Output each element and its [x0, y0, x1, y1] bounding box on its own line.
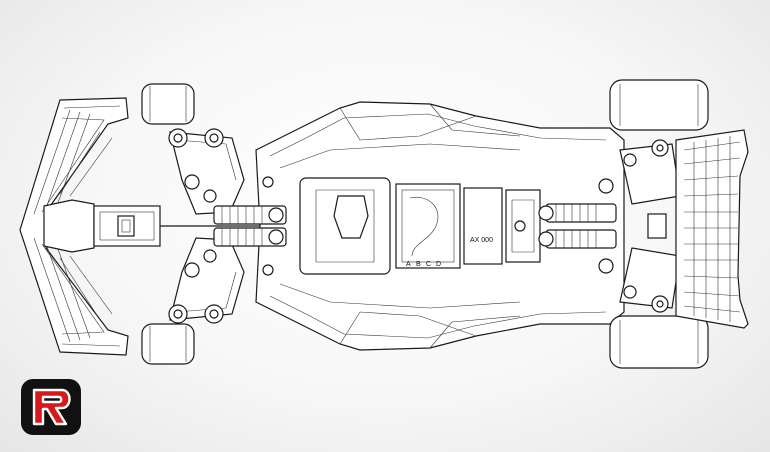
chassis-marking: A — [406, 261, 411, 268]
chassis-marking: B — [416, 261, 421, 268]
front-suspension — [160, 128, 300, 324]
rear-tyres — [609, 79, 709, 369]
chassis-marking: D — [436, 261, 441, 268]
chassis-markings: A B C D — [406, 261, 441, 268]
front-wing — [19, 97, 161, 356]
chassis-marking: C — [426, 261, 431, 268]
front-dampers — [213, 205, 287, 247]
redrc-logo-icon — [21, 379, 81, 435]
rear-wing — [675, 129, 749, 329]
centre-deck: A B C D AX 000 — [299, 177, 541, 275]
side-marking: AX 000 — [470, 237, 493, 244]
front-tyres — [141, 83, 195, 365]
